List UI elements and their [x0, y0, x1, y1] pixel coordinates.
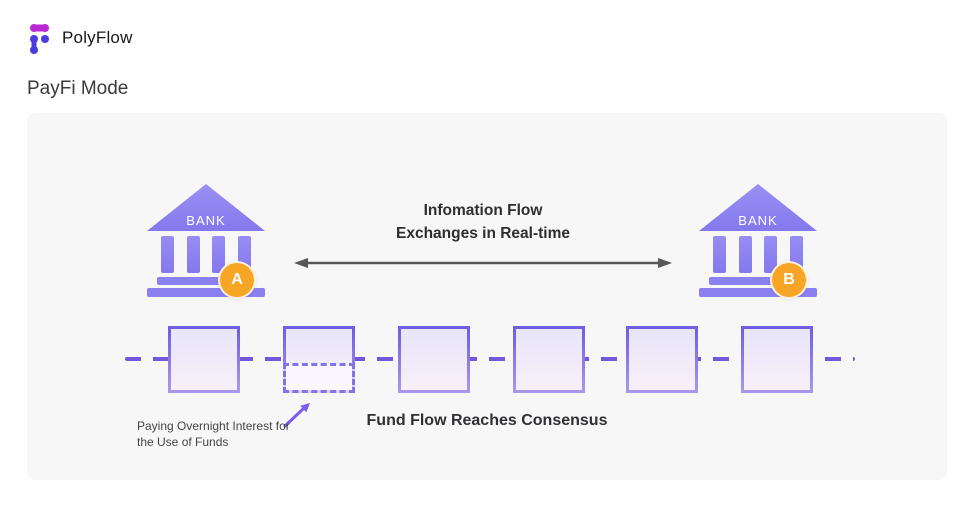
bank-a-badge: A — [218, 261, 256, 299]
bank-base — [699, 288, 817, 297]
bank-columns — [699, 236, 817, 273]
info-flow-line1: Infomation Flow — [423, 202, 543, 219]
interest-note-line2: the Use of Funds — [137, 435, 229, 449]
chain-dashed-connector — [125, 357, 855, 361]
bank-lintel — [157, 277, 255, 285]
bank-b-label: BANK — [738, 213, 778, 228]
interest-note: Paying Overnight Interest for the Use of… — [137, 418, 290, 450]
bank-roof: BANK — [147, 184, 265, 231]
diagram-panel: BANK A BANK B Infomation Flow Exchanges … — [27, 113, 947, 480]
bank-roof: BANK — [699, 184, 817, 231]
chain-block — [398, 326, 470, 393]
bank-a-label: BANK — [186, 213, 226, 228]
chain-block — [741, 326, 813, 393]
consensus-label: Fund Flow Reaches Consensus — [366, 412, 608, 429]
bank-base — [147, 288, 265, 297]
chain-block — [283, 326, 355, 393]
dashed-pending-section — [283, 363, 355, 393]
bank-b-badge: B — [770, 261, 808, 299]
page-title: PayFi Mode — [27, 78, 129, 99]
chain-block — [168, 326, 240, 393]
bank-a-icon: BANK A — [147, 184, 265, 299]
chain-block — [626, 326, 698, 393]
double-arrow-icon — [294, 258, 672, 268]
chain-block — [513, 326, 585, 393]
info-flow-line2: Exchanges in Real-time — [395, 225, 570, 242]
interest-note-line1: Paying Overnight Interest for — [137, 419, 290, 433]
bank-b-icon: BANK B — [699, 184, 817, 299]
polyflow-logo-icon — [30, 24, 49, 54]
annotation-arrow-icon — [283, 403, 310, 428]
brand-name: PolyFlow — [62, 28, 133, 47]
brand-logo: PolyFlow — [27, 22, 133, 54]
bank-lintel — [709, 277, 807, 285]
info-flow-label: Infomation Flow Exchanges in Real-time — [283, 199, 683, 245]
